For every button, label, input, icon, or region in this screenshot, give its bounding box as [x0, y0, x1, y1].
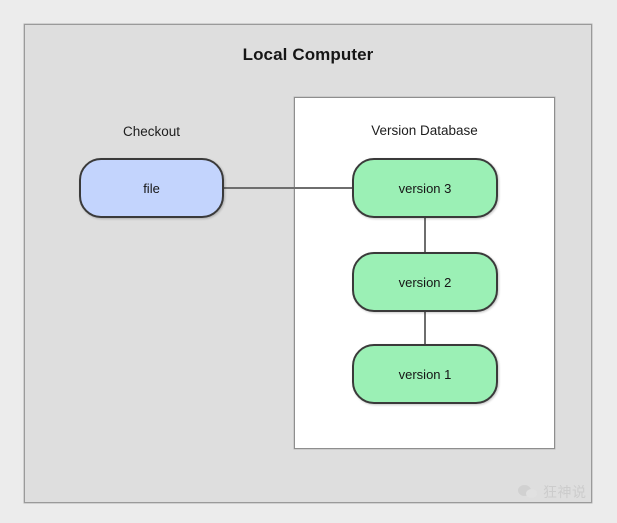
connector-version3-to-version2 [424, 218, 426, 252]
node-file[interactable]: file [79, 158, 224, 218]
page-title: Local Computer [242, 45, 374, 64]
node-version-3[interactable]: version 3 [352, 158, 498, 218]
wechat-icon [518, 484, 538, 500]
watermark: 狂神说 [518, 482, 587, 502]
connector-file-to-version3 [223, 187, 353, 189]
node-version-1[interactable]: version 1 [352, 344, 498, 404]
connector-version2-to-version1 [424, 312, 426, 344]
checkout-label: Checkout [122, 124, 181, 139]
node-version-2[interactable]: version 2 [352, 252, 498, 312]
watermark-text: 狂神说 [543, 485, 587, 501]
version-database-label: Version Database [371, 123, 478, 138]
